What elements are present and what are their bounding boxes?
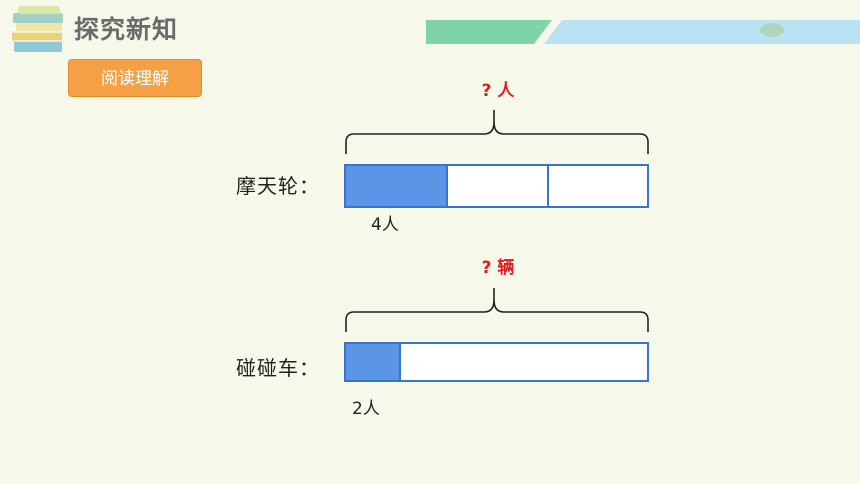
- bar-segment-filled: [346, 166, 447, 206]
- question-label-ferris-wheel: ? 人: [481, 81, 515, 101]
- segment-label-bumper-cars: 2人: [352, 399, 380, 419]
- question-label-bumper-cars: ? 辆: [481, 258, 515, 278]
- bar-segment: [546, 166, 647, 206]
- row-label-ferris-wheel: 摩天轮：: [236, 174, 320, 198]
- total-brace-bumper-cars: [345, 288, 649, 332]
- segment-label-ferris-wheel: 4人: [371, 215, 399, 235]
- header-decoration: [426, 20, 860, 44]
- page-title: 探究新知: [74, 15, 179, 44]
- bar-bumper-cars: [344, 342, 649, 382]
- total-brace-ferris-wheel: [345, 110, 649, 154]
- bar-segment: [446, 166, 547, 206]
- section-tag: 阅读理解: [68, 59, 202, 97]
- books-icon: [12, 6, 63, 52]
- bar-ferris-wheel: [344, 164, 649, 208]
- bar-segment: [398, 344, 647, 380]
- bar-segment-filled: [346, 344, 399, 380]
- row-label-bumper-cars: 碰碰车：: [236, 356, 320, 380]
